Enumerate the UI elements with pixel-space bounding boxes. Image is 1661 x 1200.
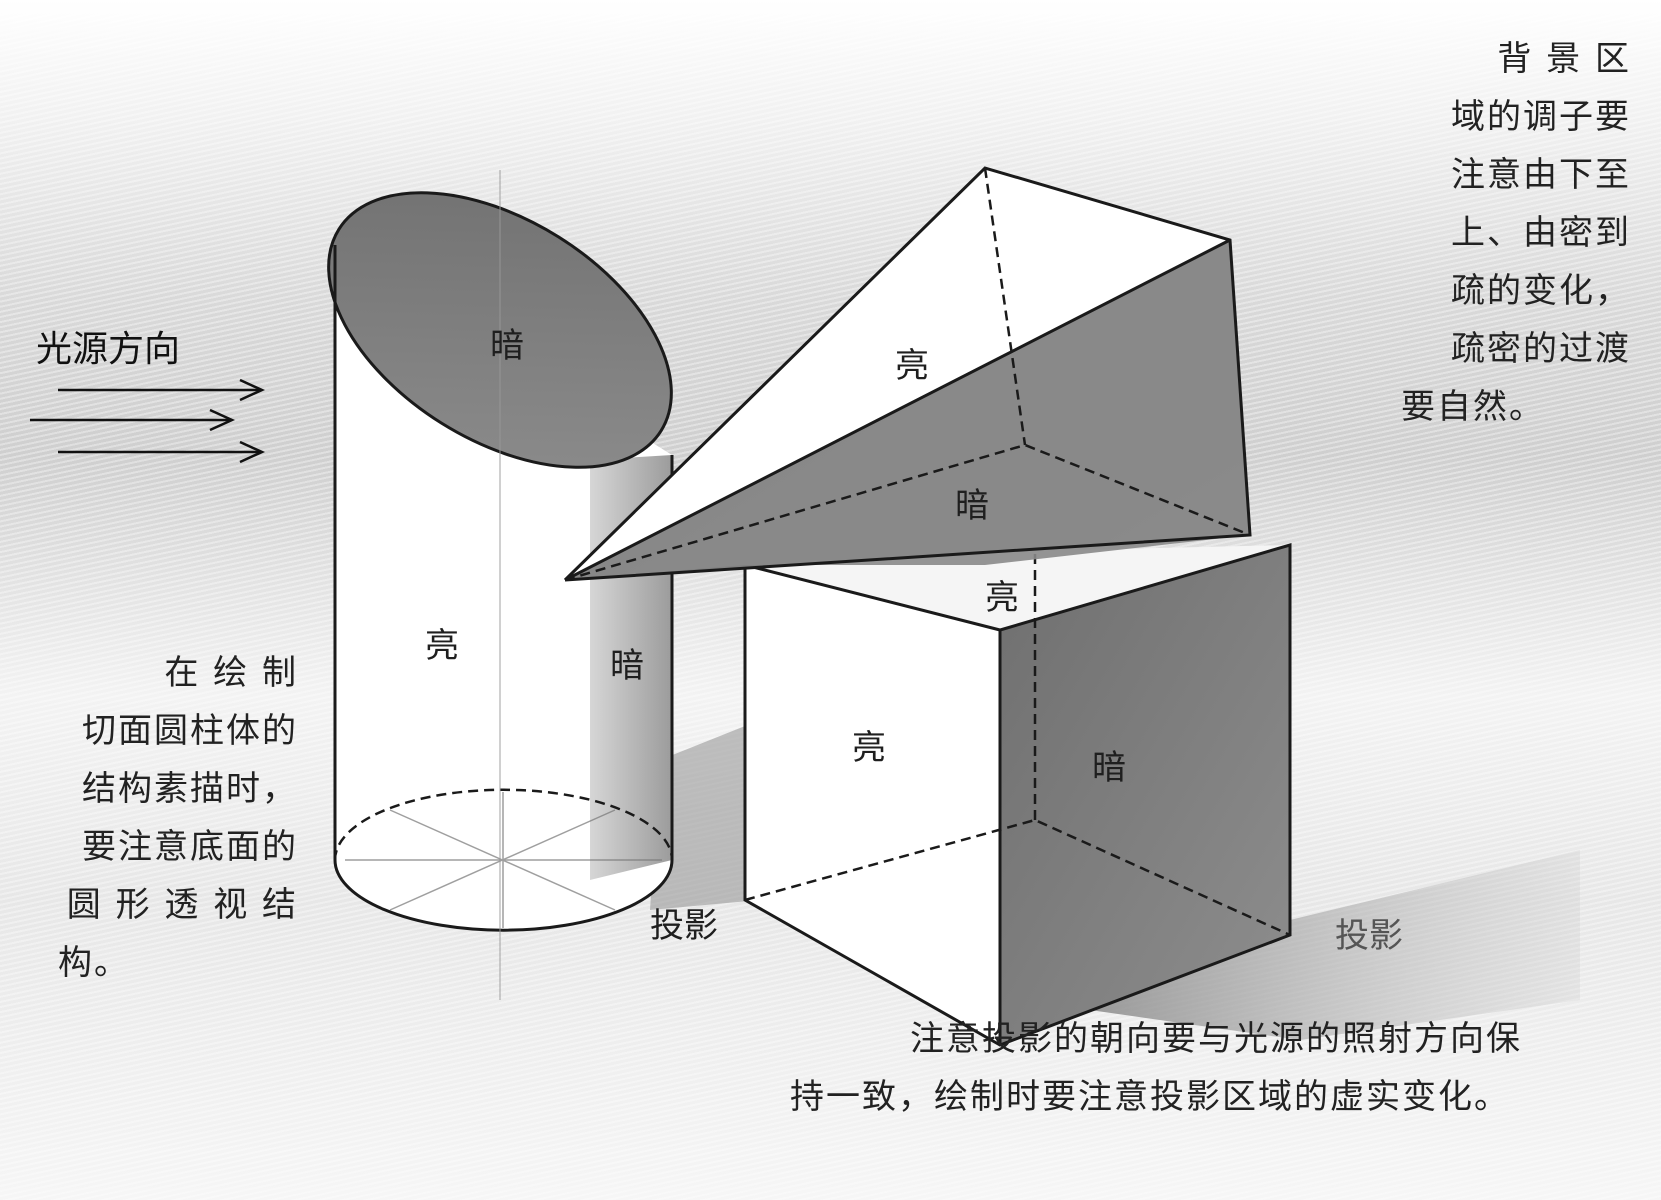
light-source-title: 光源方向 bbox=[36, 329, 181, 370]
triangular-prism bbox=[563, 166, 1252, 582]
cylinder-cast-shadow bbox=[650, 720, 760, 910]
label-cube-side-dark: 暗 bbox=[1092, 748, 1126, 788]
label-cube-shadow: 投影 bbox=[1335, 916, 1403, 956]
label-cylinder-shadow: 投影 bbox=[650, 906, 718, 946]
label-cube-front-light: 亮 bbox=[852, 728, 886, 768]
label-cylinder-top-dark: 暗 bbox=[490, 326, 524, 366]
label-prism-underside-dark: 暗 bbox=[955, 486, 989, 526]
cube bbox=[743, 500, 1292, 1047]
label-cylinder-front-light: 亮 bbox=[425, 626, 459, 666]
light-direction-arrows bbox=[30, 378, 266, 464]
label-cylinder-side-dark: 暗 bbox=[610, 646, 644, 686]
label-prism-top-light: 亮 bbox=[895, 346, 929, 386]
label-cube-top-light: 亮 bbox=[985, 578, 1019, 618]
note-cylinder-structure: 在 绘 制 切面圆柱体的 结构素描时， 要注意底面的 圆 形 透 视 结 构。 bbox=[58, 653, 298, 983]
cube-cast-shadow bbox=[1020, 850, 1580, 1040]
note-background-tone: 背 景 区 域的调子要 注意由下至 上、由密到 疏的变化， 疏密的过渡 要自然。 bbox=[1401, 39, 1631, 427]
note-shadow-direction: 注意投影的朝向要与光源的照射方向保 持一致，绘制时要注意投影区域的虚实变化。 bbox=[790, 1019, 1522, 1117]
